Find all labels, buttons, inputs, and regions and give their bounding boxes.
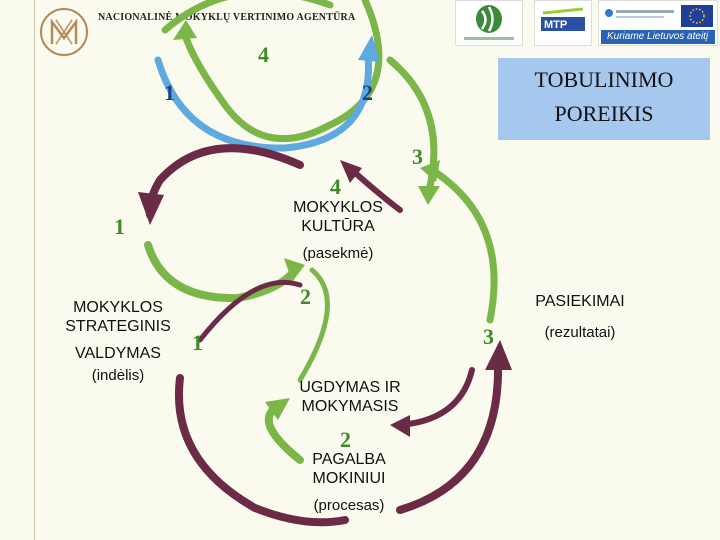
achievements-label: PASIEKIMAI (rezultatai) bbox=[535, 293, 625, 341]
partner-logo-3: Kuriame Lietuvos ateitį bbox=[598, 0, 718, 46]
partner-logo-2: MTP bbox=[534, 0, 592, 46]
arrow-pagalba-up-head-icon bbox=[265, 398, 290, 420]
arrow-to-pagalba bbox=[397, 367, 475, 428]
svg-text:MTP: MTP bbox=[544, 19, 567, 31]
green-link-to-main bbox=[386, 56, 438, 199]
arrow-ugdymas-to-pasiekimai-head-icon bbox=[485, 340, 512, 370]
main-number-2-mid: 2 bbox=[300, 284, 311, 309]
arrow-ugdymas-to-strategija bbox=[197, 279, 303, 343]
top-cycle-green-arrowhead-icon bbox=[173, 20, 197, 40]
left-margin-bar bbox=[0, 0, 35, 540]
green-link-arrowhead-icon bbox=[418, 186, 440, 205]
top-number-4: 4 bbox=[258, 42, 269, 67]
improvement-need-box bbox=[498, 58, 710, 140]
main-number-4: 4 bbox=[330, 174, 341, 199]
arrow-mid-green bbox=[297, 267, 330, 383]
improvement-need-label: TOBULINIMO POREIKIS bbox=[534, 67, 674, 126]
main-number-3-right: 3 bbox=[483, 324, 494, 349]
mtp-logo-icon: MTP bbox=[541, 7, 585, 31]
top-cycle-green-arc bbox=[161, 0, 334, 34]
top-number-1: 1 bbox=[164, 80, 175, 105]
eu-slogan: Kuriame Lietuvos ateitį bbox=[607, 31, 709, 42]
top-cycle-blue-arrow bbox=[154, 51, 373, 152]
main-number-1-bottom: 1 bbox=[192, 330, 203, 355]
student-support-label: PAGALBA MOKINIUI (procesas) bbox=[312, 451, 386, 514]
eu-logo-icon bbox=[601, 5, 715, 44]
header-title: NACIONALINĖ MOKYKLŲ VERTINIMO AGENTŪRA bbox=[98, 12, 356, 23]
school-culture-label: MOKYKLOS KULTŪRA (pasekmė) bbox=[293, 199, 383, 262]
arrow-1-to-4-head-icon bbox=[284, 258, 305, 282]
main-number-3-top: 3 bbox=[412, 144, 423, 169]
agency-logo bbox=[40, 8, 88, 56]
top-cycle-green-arrow bbox=[182, 0, 383, 143]
arrow-strategija-to-ugdymas bbox=[175, 374, 349, 527]
arrow-3-to-4-head-icon bbox=[340, 160, 362, 183]
partner-logo-1 bbox=[455, 0, 523, 46]
arrow-ugdymas-to-pasiekimai bbox=[396, 361, 503, 514]
arrow-to-pagalba-head-icon bbox=[390, 415, 410, 437]
arrow-pasiekimai-up-head-icon bbox=[420, 160, 440, 182]
main-number-2-bottom: 2 bbox=[340, 427, 351, 452]
arrow-pasiekimai-up bbox=[428, 166, 498, 324]
top-number-2: 2 bbox=[362, 80, 373, 105]
strategic-management-label: MOKYKLOS STRATEGINIS VALDYMAS (indėlis) bbox=[65, 299, 171, 384]
top-cycle-blue-arrowhead-icon bbox=[358, 35, 380, 62]
arrow-4-to-1-head-icon bbox=[138, 192, 164, 225]
leaf-logo-icon bbox=[464, 5, 514, 40]
main-number-1-left: 1 bbox=[114, 214, 125, 239]
teaching-learning-label: UGDYMAS IR MOKYMASIS bbox=[299, 379, 401, 415]
